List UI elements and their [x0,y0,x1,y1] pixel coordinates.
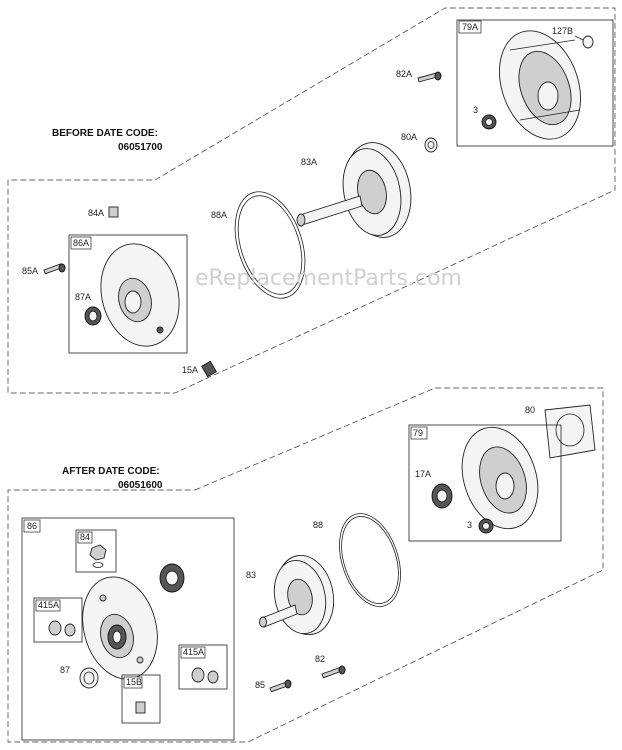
part-84-nut [89,544,107,561]
callout-86A: 86A [73,238,89,248]
callout-83: 83 [246,570,256,580]
callout-80A: 80A [401,132,417,142]
part-127B-plug [582,35,594,49]
before-date-code-label: BEFORE DATE CODE: [52,128,158,139]
part-415A-right-fitting [191,667,205,683]
callout-82: 82 [315,654,325,664]
part-86A-cover [100,243,180,347]
after-date-code-value: 06051600 [118,480,163,491]
callout-87: 87 [60,665,70,675]
part-83-drum [259,554,335,636]
callout-88: 88 [313,520,323,530]
callout-15B: 15B [126,677,142,687]
callout-85: 85 [255,680,265,690]
part-82A-bolt [417,71,442,83]
callout-3-bottom: 3 [467,520,472,530]
callout-79A: 79A [462,22,478,32]
callout-87A: 87A [75,292,91,302]
callout-88A: 88A [211,210,227,220]
part-15A-plug [201,360,217,378]
callout-17A: 17A [415,469,431,479]
callout-84: 84 [80,532,90,542]
part-84A-plug [108,206,119,218]
part-82-bolt [321,665,346,679]
callout-80: 80 [525,405,535,415]
part-86A-box [68,234,188,354]
watermark-text: eReplacementParts.com [195,266,462,291]
callout-84A: 84A [88,208,104,218]
part-15B-plug [135,701,146,714]
after-date-code-label: AFTER DATE CODE: [62,466,160,477]
callout-85A: 85A [22,266,38,276]
callout-15A: 15A [182,365,198,375]
part-79-box [408,424,562,542]
part-415A-left-box [33,597,83,643]
part-88-oring [339,513,401,607]
part-83A-drum [296,142,412,238]
before-date-code-value: 06051700 [118,142,163,153]
part-415A-right-box [178,644,228,690]
part-80-gasket [544,404,596,459]
part-79A-tag [458,20,482,34]
callout-127B: 127B [552,26,573,36]
part-86-box [21,517,235,741]
part-84-box [75,529,117,573]
callout-3-top: 3 [473,105,478,115]
part-86-cover [82,576,158,680]
callout-86: 86 [27,521,37,531]
before-date-code-section: BEFORE DATE CODE: 06051700 79A 127B 3 82… [7,7,616,394]
part-85A-bolt [43,263,66,275]
part-87-seal [79,667,99,689]
after-dashed-outline [7,387,604,743]
part-415A-left-fitting [48,620,62,636]
callout-83A: 83A [301,157,317,167]
callout-415A-left: 415A [38,600,59,610]
callout-415A-right: 415A [183,647,204,657]
part-79A-box [456,19,614,147]
callout-82A: 82A [396,69,412,79]
part-15B-box [121,674,161,724]
part-80A-washer [424,137,438,153]
part-88A-gasket [234,191,306,299]
before-dashed-outline [7,7,616,394]
part-85-bolt [269,679,292,693]
part-79A-cover [499,30,581,140]
after-date-code-section: AFTER DATE CODE: 06051600 80 79 17A 3 88… [7,387,604,743]
part-79-cover [461,426,539,530]
callout-79: 79 [413,428,423,438]
